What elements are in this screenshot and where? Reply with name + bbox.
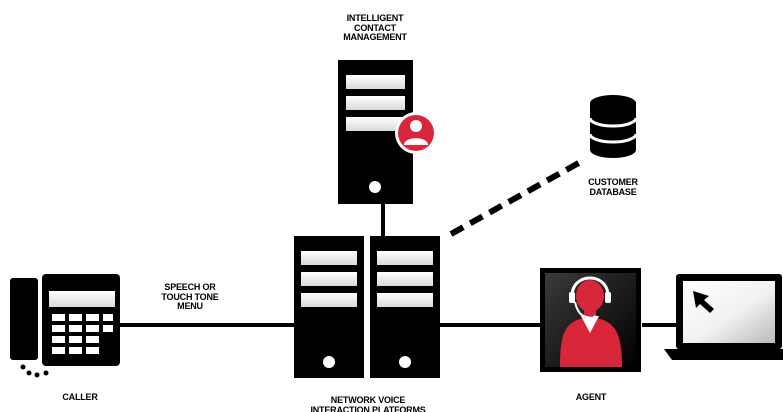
icm-server-icon [338,60,437,204]
nvip-server-right-icon [370,236,440,378]
laptop-icon [664,274,783,360]
desk-phone-icon [10,274,120,378]
caller-label: CALLER [62,392,98,402]
speech-menu-label: SPEECH OR TOUCH TONE MENU [161,282,219,311]
link-nvip-to-database [449,157,586,237]
customer-database-label: CUSTOMER DATABASE [588,177,638,197]
connection-lines [118,157,676,327]
network-voice-label: NETWORK VOICE INTERACTION PLATFORMS [310,396,426,412]
user-badge-icon [395,112,437,154]
database-icon [588,95,638,158]
agent-label: AGENT [575,392,607,402]
icm-label: INTELLIGENT CONTACT MANAGEMENT [343,13,407,42]
nvip-server-left-icon [294,236,364,378]
headset-agent-icon [540,268,641,372]
phone-cord-icon [20,364,49,378]
mouse-cursor-icon [693,291,714,313]
